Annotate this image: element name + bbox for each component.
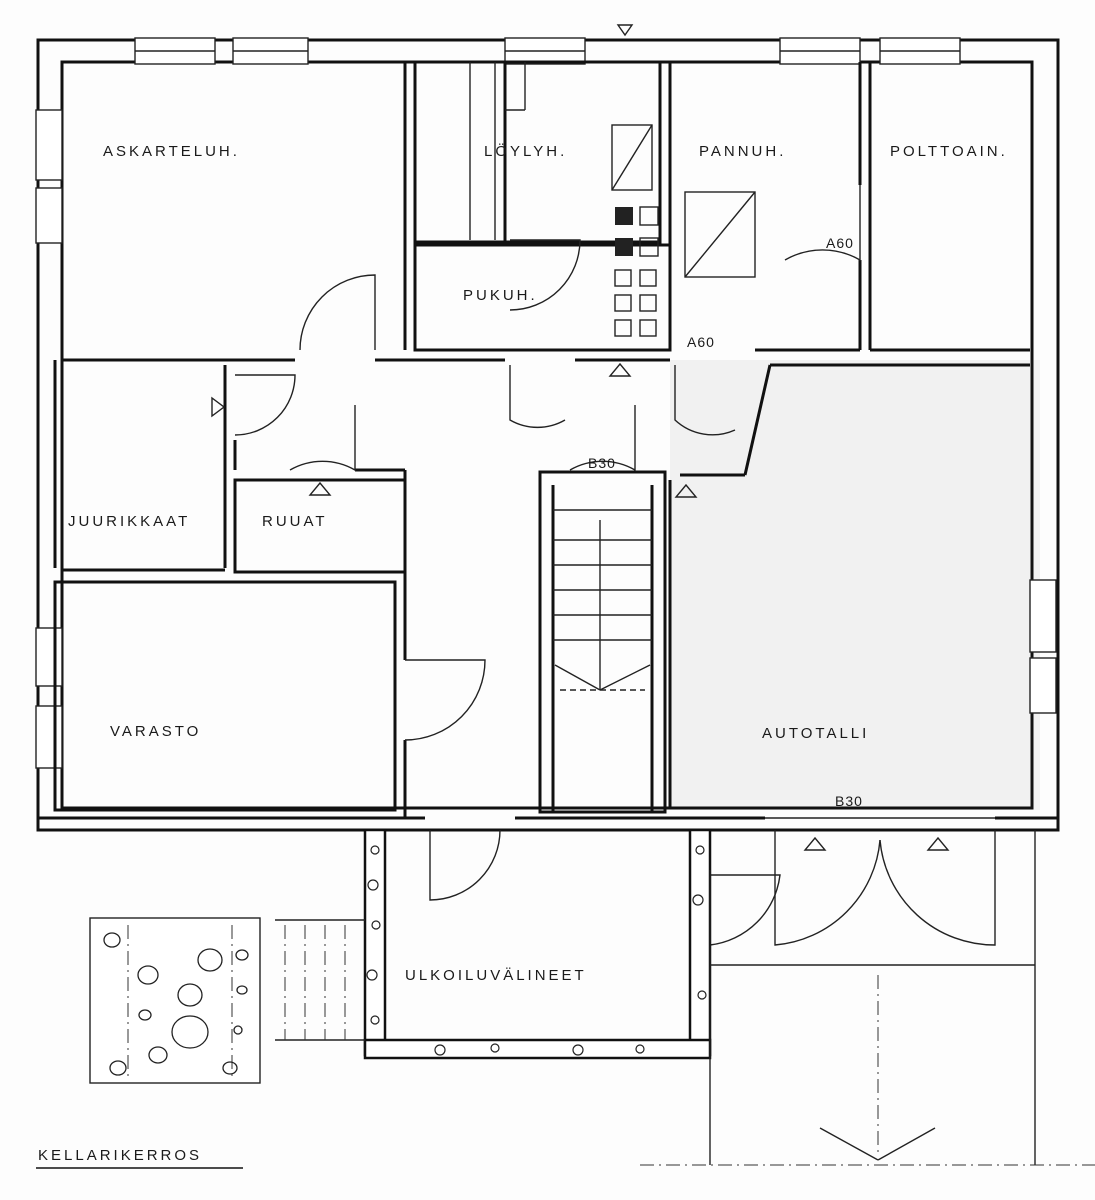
room-label-juurikkaat: JUURIKKAAT bbox=[68, 513, 190, 530]
room-label-pukuh: PUKUH. bbox=[463, 287, 538, 304]
room-label-autotalli: AUTOTALLI bbox=[762, 725, 869, 742]
fire-rating-b30-stair: B30 bbox=[588, 455, 616, 471]
outdoor-storage bbox=[275, 828, 712, 1060]
room-label-polttoain: POLTTOAIN. bbox=[890, 143, 1008, 160]
carport bbox=[640, 817, 1095, 1166]
fire-rating-b30-garage: B30 bbox=[835, 793, 863, 809]
plan-title: KELLARIKERROS bbox=[38, 1147, 202, 1164]
room-label-ruuat: RUUAT bbox=[262, 513, 328, 530]
doors bbox=[234, 185, 996, 946]
fire-rating-a60-pannuh: A60 bbox=[687, 334, 715, 350]
room-label-varasto: VARASTO bbox=[110, 723, 201, 740]
fire-rating-a60-polttoain: A60 bbox=[826, 235, 854, 251]
windows bbox=[35, 37, 1057, 769]
appliance-grid bbox=[614, 191, 756, 337]
room-label-ulkoiluvalineet: ULKOILUVÄLINEET bbox=[405, 967, 587, 984]
door-markers bbox=[211, 24, 950, 851]
room-label-loylyh: LÖYLYH. bbox=[484, 142, 567, 160]
garden-plot bbox=[89, 917, 261, 1084]
room-label-askarteluh: ASKARTELUH. bbox=[103, 143, 240, 160]
interior-walls bbox=[38, 60, 1058, 820]
stair-treads bbox=[553, 509, 652, 691]
room-label-pannuh: PANNUH. bbox=[699, 143, 786, 160]
sauna-benches bbox=[469, 62, 653, 240]
